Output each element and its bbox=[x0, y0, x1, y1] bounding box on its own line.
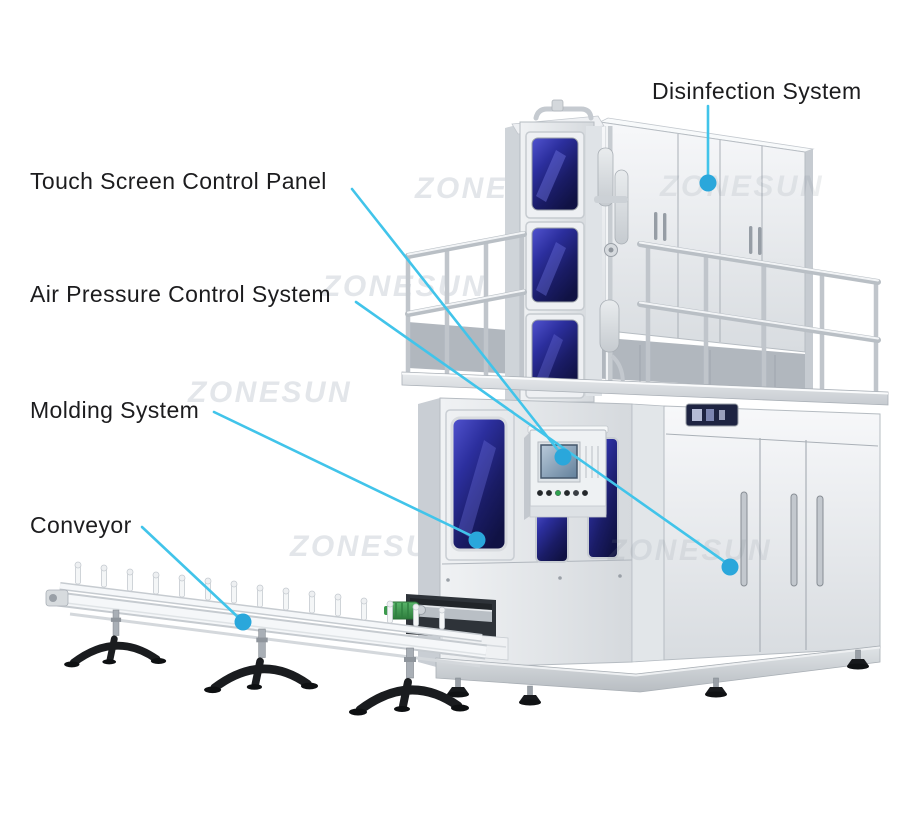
conveyor-leader-line bbox=[140, 525, 242, 621]
molding-dot bbox=[468, 531, 486, 549]
label-disinfection-system: Disinfection System bbox=[652, 78, 862, 104]
air-pressure-dot bbox=[721, 558, 739, 576]
molding-leader-line bbox=[212, 410, 476, 539]
conveyor-assembly bbox=[45, 561, 487, 716]
zonesun-watermark: ZONESUN bbox=[321, 270, 486, 303]
label-molding-system: Molding System bbox=[30, 397, 200, 423]
machine-base bbox=[435, 645, 881, 706]
disinfection-cabinet bbox=[598, 117, 815, 396]
label-conveyor: Conveyor bbox=[30, 512, 132, 538]
zonesun-watermark: ZONESUN bbox=[607, 534, 772, 567]
tower-window-1 bbox=[531, 137, 579, 211]
conveyor-dot bbox=[234, 613, 252, 631]
tower-window-2 bbox=[531, 227, 579, 303]
machine-foot bbox=[446, 677, 470, 698]
conveyor-foot bbox=[64, 610, 166, 667]
touch-screen-dot bbox=[554, 448, 572, 466]
label-touch-screen-control-panel: Touch Screen Control Panel bbox=[30, 168, 327, 194]
conveyor-foot bbox=[204, 629, 318, 693]
platform-railing bbox=[405, 231, 881, 401]
air-pressure-leader-line bbox=[354, 300, 730, 566]
touch-screen-leader-line bbox=[350, 187, 563, 456]
zonesun-watermark: ZONESUN bbox=[187, 376, 352, 409]
callout-dots bbox=[234, 174, 739, 631]
gauge-panel bbox=[685, 403, 739, 427]
top-pipe-handle bbox=[533, 106, 594, 121]
machine-foot bbox=[518, 685, 542, 706]
door-handles bbox=[740, 491, 824, 587]
molding-window bbox=[450, 416, 508, 552]
cabinet-door-handles bbox=[654, 212, 762, 255]
panel-buttons bbox=[536, 489, 589, 497]
platform-deck bbox=[401, 371, 889, 406]
label-air-pressure-control-system: Air Pressure Control System bbox=[30, 281, 331, 307]
zonesun-watermark: ZONESUN bbox=[659, 170, 824, 203]
tower-window-panels bbox=[525, 131, 590, 399]
callout-lines bbox=[140, 104, 730, 621]
forming-tower bbox=[505, 99, 629, 404]
sterilization-piping bbox=[586, 126, 629, 396]
disinfection-dot bbox=[699, 174, 717, 192]
touch-screen-panel bbox=[524, 425, 609, 520]
conveyor-end-cap bbox=[45, 589, 69, 607]
